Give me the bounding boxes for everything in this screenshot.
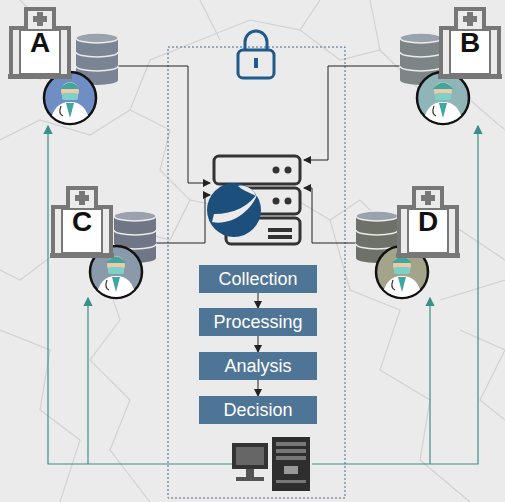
flow-arrow [258, 336, 259, 352]
lock-icon [238, 31, 274, 78]
hospital-letter: C [50, 207, 114, 237]
hospital-node: B [438, 6, 502, 80]
feedback-line [48, 126, 478, 464]
step-label: Decision [223, 399, 292, 421]
hospital-node: D [396, 185, 460, 259]
process-box: Collection [199, 265, 317, 293]
computer-icon [232, 437, 310, 491]
step-label: Processing [213, 311, 302, 333]
hospital-node: A [8, 6, 72, 80]
data-wire [118, 66, 400, 243]
hospital-letter: A [8, 28, 72, 58]
step-label: Collection [218, 268, 297, 290]
hospital-node: C [50, 185, 114, 259]
process-box: Decision [199, 396, 317, 424]
process-box: Analysis [199, 352, 317, 380]
doctor-avatar [44, 72, 469, 300]
database-icon [76, 33, 442, 263]
step-label: Analysis [224, 355, 291, 377]
flow-arrow [258, 380, 259, 396]
process-box: Processing [199, 308, 317, 336]
hospital-letter: D [396, 207, 460, 237]
flow-arrow [258, 293, 259, 308]
server-icon [207, 156, 300, 244]
hospital-letter: B [438, 28, 502, 58]
secure-frame [168, 47, 345, 498]
